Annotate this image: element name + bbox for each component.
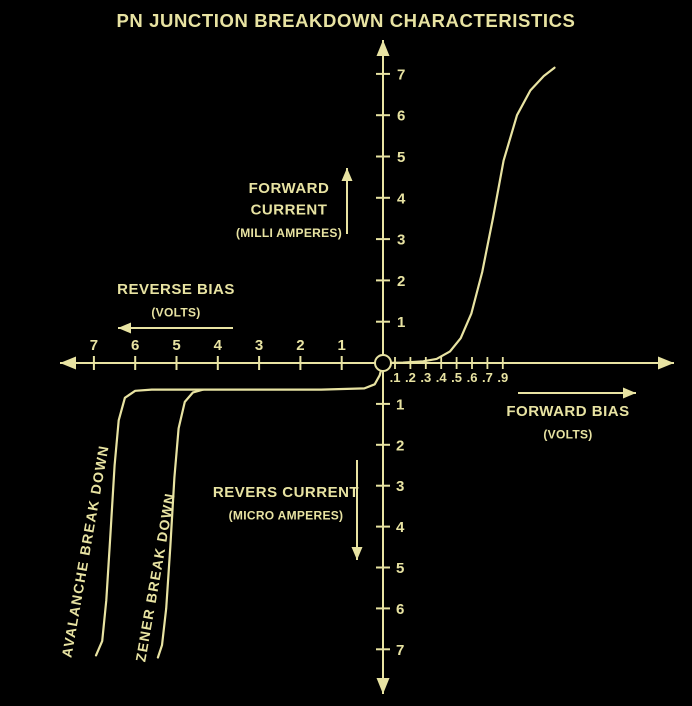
reverse-bias-label-line: REVERSE BIAS — [117, 281, 235, 298]
x-axis-tick-label: 3 — [255, 337, 263, 354]
origin-circle — [374, 354, 392, 372]
y-axis-tick-label: 7 — [396, 642, 404, 659]
x-axis-tick-label: 1 — [338, 337, 346, 354]
x-axis-tick-label: 5 — [172, 337, 180, 354]
zener-breakdown-label: ZENER BREAK DOWN — [132, 491, 178, 663]
x-axis-decimal-label: .7 — [482, 370, 493, 385]
y-axis-tick-label: 7 — [397, 66, 405, 83]
y-axis-tick-label: 6 — [397, 108, 405, 125]
x-axis-decimal-label: .5 — [451, 370, 462, 385]
y-axis-head — [376, 678, 390, 694]
reverse-bias-label-arrow-head — [118, 322, 131, 334]
x-axis-decimal-label: .9 — [497, 370, 508, 385]
x-axis-tick-label: 6 — [131, 337, 139, 354]
forward-bias-label-sub: (VOLTS) — [543, 428, 592, 442]
x-axis-tick-label: 2 — [296, 337, 304, 354]
zener-breakdown-branch-curve — [156, 388, 205, 659]
forward-bias-label-line: FORWARD BIAS — [506, 403, 629, 420]
forward-bias-label-arrow-head — [623, 387, 636, 399]
forward-current-label-sub: (MILLI AMPERES) — [236, 226, 342, 240]
x-axis-decimal-label: .6 — [467, 370, 478, 385]
reverse-current-label-arrow-head — [351, 547, 363, 560]
reverse-current-label-line: REVERS CURRENT — [213, 484, 359, 501]
x-axis-head — [658, 356, 674, 370]
y-axis-tick-label: 4 — [396, 519, 405, 536]
y-axis-head — [376, 40, 390, 56]
y-axis-tick-label: 5 — [396, 560, 404, 577]
x-axis-decimal-label: .1 — [390, 370, 401, 385]
reverse-leakage-avalanche-curve — [94, 361, 385, 657]
forward-current-label-line: CURRENT — [251, 202, 328, 219]
y-axis-tick-label: 5 — [397, 149, 405, 166]
x-axis-decimal-label: .4 — [436, 370, 448, 385]
x-axis-head — [60, 356, 76, 370]
chart-title: PN JUNCTION BREAKDOWN CHARACTERISTICS — [116, 10, 575, 31]
forward-characteristic-curve — [381, 66, 556, 365]
y-axis-tick-label: 6 — [396, 601, 404, 618]
y-axis-tick-label: 4 — [397, 190, 406, 207]
reverse-bias-label-sub: (VOLTS) — [151, 306, 200, 320]
y-axis-tick-label: 3 — [397, 232, 405, 249]
x-axis-tick-label: 7 — [90, 337, 98, 354]
y-axis-tick-label: 3 — [396, 478, 404, 495]
x-axis-decimal-label: .3 — [420, 370, 431, 385]
forward-current-label-line: FORWARD — [249, 180, 330, 197]
y-axis-tick-label: 2 — [396, 437, 404, 454]
y-axis-tick-label: 1 — [396, 396, 404, 413]
x-axis-decimal-label: .2 — [405, 370, 416, 385]
forward-current-label-arrow-head — [341, 168, 353, 181]
y-axis-tick-label: 2 — [397, 273, 405, 290]
reverse-current-label-sub: (MICRO AMPERES) — [229, 509, 344, 523]
y-axis-tick-label: 1 — [397, 314, 405, 331]
x-axis-tick-label: 4 — [214, 337, 223, 354]
